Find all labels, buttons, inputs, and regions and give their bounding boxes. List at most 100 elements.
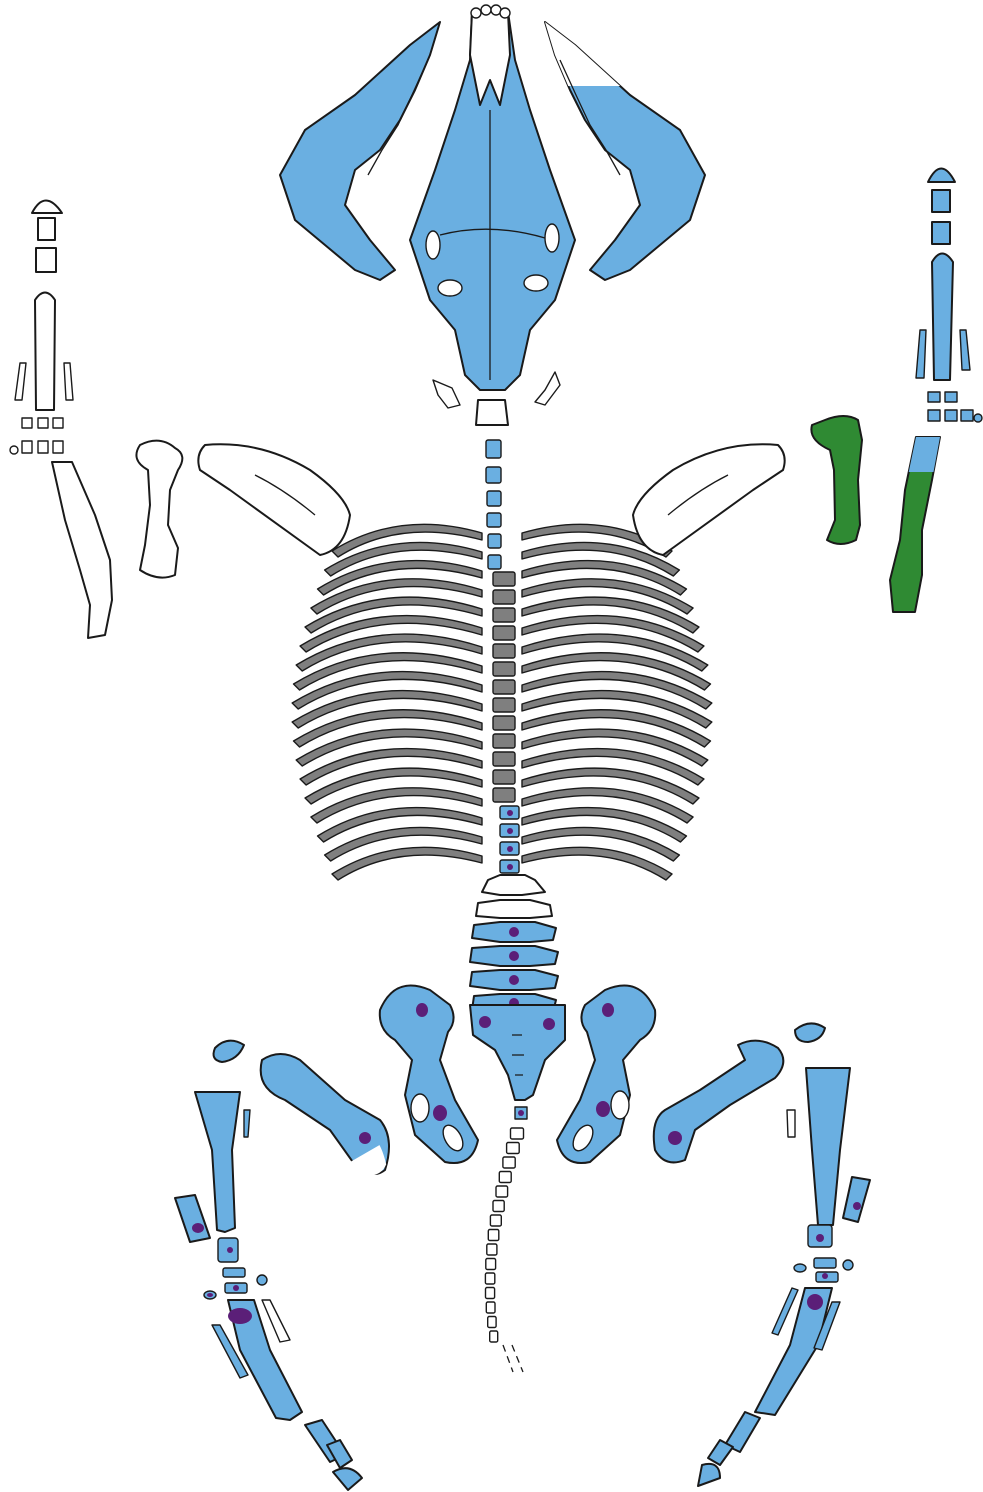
scapula-right <box>633 444 785 555</box>
sample-site <box>479 1016 491 1028</box>
carpal <box>53 441 63 453</box>
middle-phalanx-left <box>38 218 55 240</box>
thoracic-vertebrae <box>493 572 515 802</box>
carpal <box>945 410 957 421</box>
sample-site <box>192 1223 204 1233</box>
caudal-vertebra <box>490 1331 498 1342</box>
thoracic-vertebra <box>493 644 515 658</box>
talus-left <box>175 1195 210 1242</box>
cervical-vertebra <box>487 491 501 506</box>
cervical-vertebrae <box>486 440 501 569</box>
sample-site <box>507 846 513 852</box>
sample-site <box>807 1294 823 1310</box>
sample-site <box>822 1273 828 1279</box>
middle-phalanx-right <box>932 190 950 212</box>
incisor <box>500 8 510 18</box>
sample-site <box>509 951 519 961</box>
sample-site <box>668 1131 682 1145</box>
sample-site <box>816 1234 824 1242</box>
carpal <box>38 418 48 428</box>
tarsal <box>814 1258 836 1268</box>
carpal <box>22 441 32 453</box>
sample-site <box>518 1110 524 1116</box>
cervical-vertebra <box>486 440 501 458</box>
sample-site <box>602 1003 614 1017</box>
patella-left <box>214 1041 244 1062</box>
sample-site <box>207 1293 213 1297</box>
thoracic-vertebra <box>493 698 515 712</box>
sample-site <box>596 1101 610 1117</box>
splint-bone <box>916 330 926 378</box>
sample-site <box>359 1132 371 1144</box>
sample-site <box>507 810 513 816</box>
hindlimb-left <box>175 1041 407 1490</box>
distal-phalanx-right <box>928 169 955 183</box>
sample-site <box>543 1018 555 1030</box>
caudal-vertebra <box>488 1230 499 1241</box>
humerus-left <box>136 441 182 578</box>
scapula-left <box>198 444 350 555</box>
rib <box>332 847 482 880</box>
obturator-foramen <box>411 1094 429 1122</box>
thoracic-vertebra <box>493 752 515 766</box>
pelvis-left <box>380 986 478 1164</box>
caudal-vertebra <box>493 1201 504 1212</box>
thoracic-vertebra <box>493 716 515 730</box>
caudal-vertebra <box>486 1259 496 1270</box>
carpal <box>53 418 63 428</box>
sample-site <box>228 1308 252 1324</box>
fibula-left <box>244 1110 250 1137</box>
tail-segments <box>485 1128 523 1342</box>
talus-right <box>843 1177 870 1222</box>
cervical-vertebra <box>487 513 501 527</box>
atlas <box>476 400 508 425</box>
forelimb-right <box>633 169 982 613</box>
lumbar-vertebrae <box>470 875 558 1014</box>
caudal-vertebra <box>488 1317 496 1328</box>
patella-right <box>795 1023 825 1042</box>
head <box>280 5 705 425</box>
lumbar-vertebra <box>476 900 552 918</box>
tibia-left <box>195 1092 240 1232</box>
fibula-right <box>787 1110 795 1137</box>
tarsal <box>794 1264 806 1272</box>
caudal-vertebra <box>499 1172 511 1183</box>
metacarpal-right <box>932 254 953 381</box>
sample-site <box>433 1105 447 1121</box>
proximal-phalanx-right <box>932 222 950 244</box>
thoracic-vertebra <box>493 734 515 748</box>
cervical-vertebra <box>486 467 501 483</box>
caudal-thoracic-vertebrae <box>500 806 519 873</box>
sample-site <box>416 1003 428 1017</box>
distal-phalanx-left <box>32 201 62 214</box>
proximal-phalanx-left <box>36 248 56 272</box>
caudal-vertebra <box>507 1143 520 1154</box>
carpal <box>961 410 973 421</box>
splint-bone <box>64 363 73 400</box>
distal-phalanx-right <box>698 1464 720 1486</box>
lumbar-vertebra <box>482 875 545 895</box>
tarsal <box>223 1268 245 1277</box>
thoracic-vertebra <box>493 662 515 676</box>
sample-site <box>507 828 513 834</box>
ribs-left <box>292 524 482 880</box>
carpal <box>928 410 940 421</box>
sample-site <box>227 1247 233 1253</box>
carpal <box>974 414 982 422</box>
hyoid-bone-right <box>535 372 560 405</box>
ribs-right <box>522 524 712 880</box>
foramen-right <box>524 275 548 291</box>
carpal <box>38 441 48 453</box>
mandible-right-unpreserved-tip <box>530 10 640 86</box>
caudal-vertebra <box>496 1186 508 1197</box>
radius-ulna-left <box>52 462 112 638</box>
tarsal <box>843 1260 853 1270</box>
hindlimb-right <box>654 1023 870 1486</box>
obturator-foramen <box>611 1091 629 1119</box>
humerus-right <box>811 416 862 544</box>
caudal-vertebrae <box>485 1107 527 1372</box>
sample-site <box>507 864 513 870</box>
cervical-vertebra <box>488 534 501 548</box>
sacrum <box>470 1005 565 1100</box>
